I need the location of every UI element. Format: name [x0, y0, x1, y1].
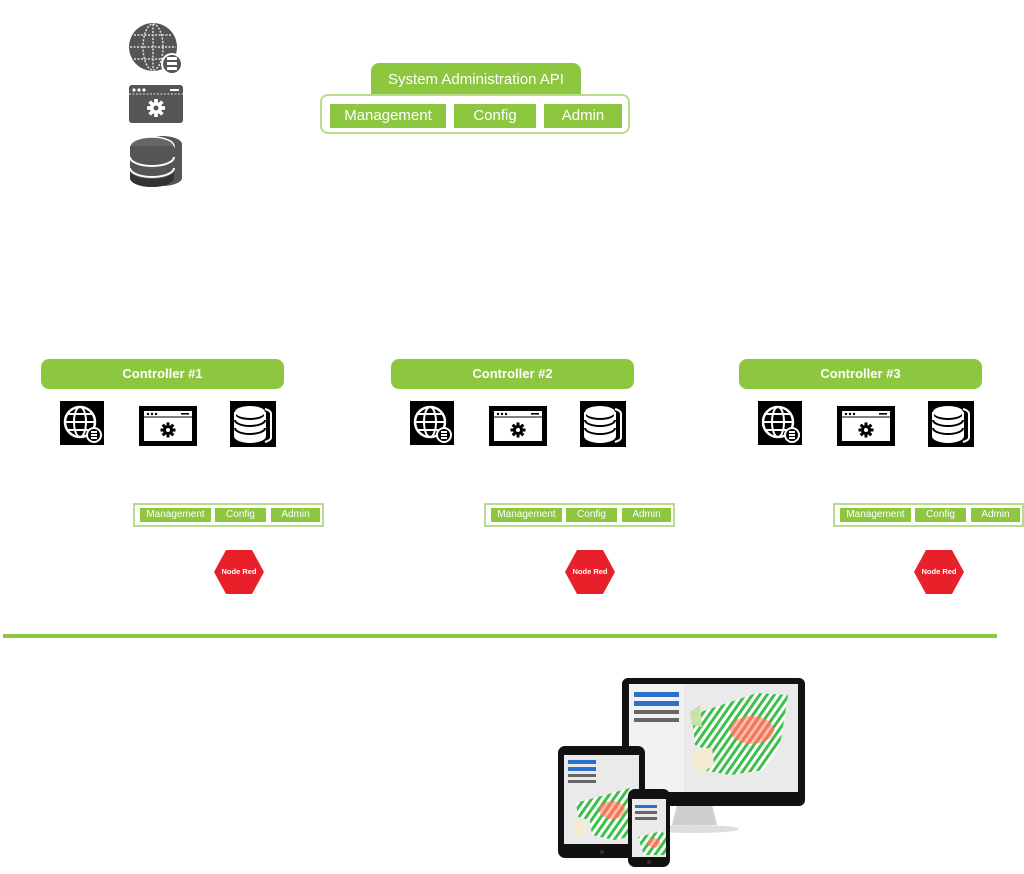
node-red-label: Node Red: [921, 567, 957, 576]
controller-3-config-button[interactable]: Config: [915, 508, 966, 522]
controller-3-title: Controller #3: [739, 359, 982, 389]
controller-2-node-red[interactable]: Node Red: [564, 549, 616, 595]
controller-1-node-red[interactable]: Node Red: [213, 549, 265, 595]
controller-1-application-settings-icon: [139, 406, 197, 451]
network-divider: [3, 634, 997, 638]
api-config-button[interactable]: Config: [454, 104, 536, 128]
controller-1-config-button[interactable]: Config: [215, 508, 266, 522]
node-red-hexagon-icon: [565, 550, 615, 594]
node-red-label: Node Red: [572, 567, 608, 576]
controller-3-database-icon: [928, 401, 974, 452]
controller-2-api-panel: Management Config Admin: [484, 503, 675, 527]
smartphone-icon: [628, 789, 670, 867]
controller-3-node-red[interactable]: Node Red: [913, 549, 965, 595]
api-management-button[interactable]: Management: [330, 104, 446, 128]
node-red-label: Node Red: [221, 567, 257, 576]
tablet-icon: [558, 746, 645, 858]
controller-2-config-button[interactable]: Config: [566, 508, 617, 522]
controller-2-application-settings-icon: [489, 406, 547, 451]
controller-3-web-server-icon: [758, 401, 802, 450]
database-icon: [128, 134, 184, 188]
controller-2-title: Controller #2: [391, 359, 634, 389]
controller-2-web-server-icon: [410, 401, 454, 450]
controller-2-database-icon: [580, 401, 626, 452]
controller-1-management-button[interactable]: Management: [140, 508, 211, 522]
node-red-hexagon-icon: [914, 550, 964, 594]
controller-1-title: Controller #1: [41, 359, 284, 389]
controller-3-api-panel: Management Config Admin: [833, 503, 1024, 527]
controller-2-admin-button[interactable]: Admin: [622, 508, 671, 522]
application-settings-icon: [128, 84, 184, 124]
client-devices-illustration: [552, 675, 814, 869]
controller-1-api-panel: Management Config Admin: [133, 503, 324, 527]
controller-3-management-button[interactable]: Management: [840, 508, 911, 522]
node-red-hexagon-icon: [214, 550, 264, 594]
controller-3-application-settings-icon: [837, 406, 895, 451]
controller-1-database-icon: [230, 401, 276, 452]
controller-3-admin-button[interactable]: Admin: [971, 508, 1020, 522]
web-server-icon: [128, 22, 184, 75]
api-admin-button[interactable]: Admin: [544, 104, 622, 128]
system-api-panel: Management Config Admin: [320, 94, 630, 134]
controller-1-admin-button[interactable]: Admin: [271, 508, 320, 522]
controller-2-management-button[interactable]: Management: [491, 508, 562, 522]
controller-1-web-server-icon: [60, 401, 104, 450]
system-api-title: System Administration API: [371, 63, 581, 95]
